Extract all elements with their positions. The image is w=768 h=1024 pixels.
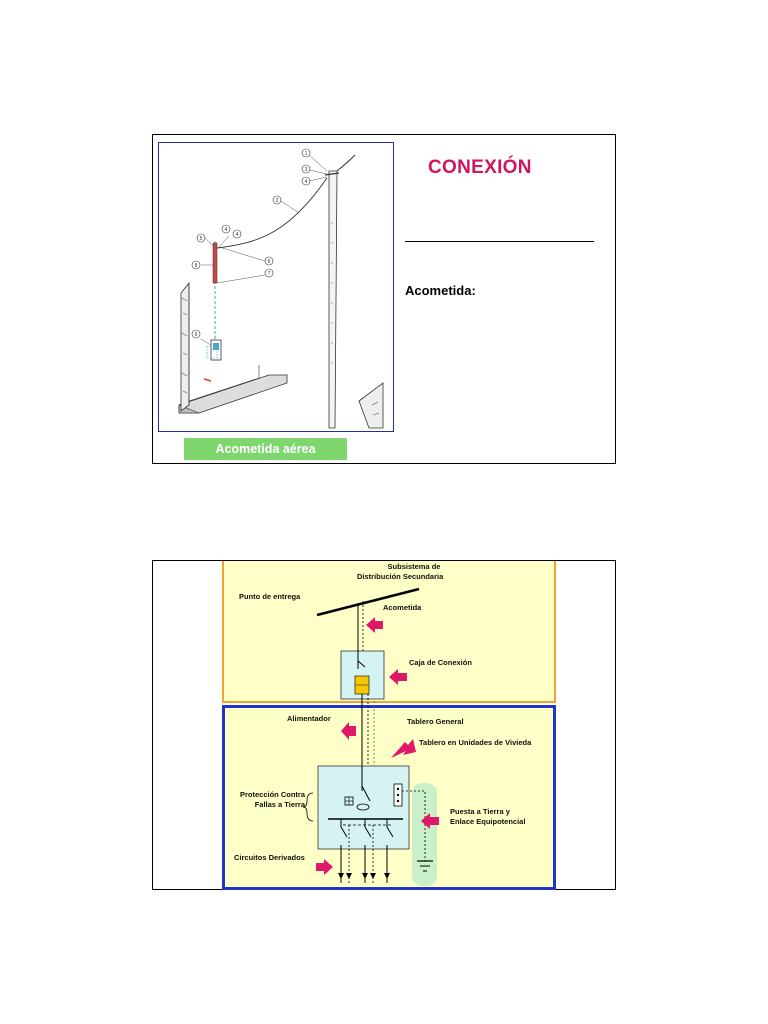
slide-service-diagram: Subsistema de Distribución Secundaria Pu… — [152, 560, 616, 890]
svg-text:4: 4 — [236, 232, 239, 238]
svg-text:3: 3 — [305, 167, 308, 173]
divider-line — [405, 241, 594, 242]
label-puesta-tierra-2: Enlace Equipotencial — [450, 817, 526, 826]
label-punto-entrega: Punto de entrega — [239, 592, 301, 601]
svg-text:7: 7 — [268, 271, 271, 277]
label-tablero-unidades: Tablero en Unidades de Vivieda — [419, 738, 532, 747]
callout-1: 1 — [305, 151, 308, 157]
label-proteccion-2: Fallas a Tierra — [254, 800, 305, 809]
svg-text:9: 9 — [195, 332, 198, 338]
label-caja-conexion: Caja de Conexión — [409, 658, 472, 667]
label-alimentador: Alimentador — [287, 714, 331, 723]
pointer-arrows — [316, 617, 439, 875]
slide-conexion: 1 3 4 2 4 4 5 6 7 8 9 CONEXIÓN Acometida… — [152, 134, 616, 464]
label-puesta-tierra-1: Puesta a Tierra y — [450, 807, 510, 816]
svg-text:5: 5 — [200, 236, 203, 242]
label-circuitos: Circuitos Derivados — [234, 853, 305, 862]
wiring-diagram — [302, 587, 439, 886]
acometida-illustration: 1 3 4 2 4 4 5 6 7 8 9 — [158, 142, 394, 432]
ground-area — [412, 783, 437, 886]
label-subsistema: Subsistema de — [387, 562, 441, 571]
image-caption: Acometida aérea — [184, 438, 347, 460]
svg-text:8: 8 — [195, 263, 198, 269]
tablero-box — [317, 765, 410, 850]
label-proteccion-1: Protección Contra — [239, 790, 305, 799]
label-tablero-general: Tablero General — [407, 717, 464, 726]
svg-text:4: 4 — [225, 227, 228, 233]
slide-title: CONEXIÓN — [428, 157, 532, 178]
label-distribucion: Distribución Secundaria — [357, 572, 444, 581]
svg-text:2: 2 — [276, 198, 279, 204]
label-acometida: Acometida — [383, 603, 422, 612]
distribution-line — [316, 587, 420, 617]
svg-text:4: 4 — [305, 179, 308, 185]
acometida-heading: Acometida: — [405, 283, 476, 298]
distribution-panel — [222, 561, 556, 703]
svg-text:6: 6 — [268, 259, 271, 265]
house-pole-drawing: 1 3 4 2 4 4 5 6 7 8 9 — [178, 148, 384, 429]
